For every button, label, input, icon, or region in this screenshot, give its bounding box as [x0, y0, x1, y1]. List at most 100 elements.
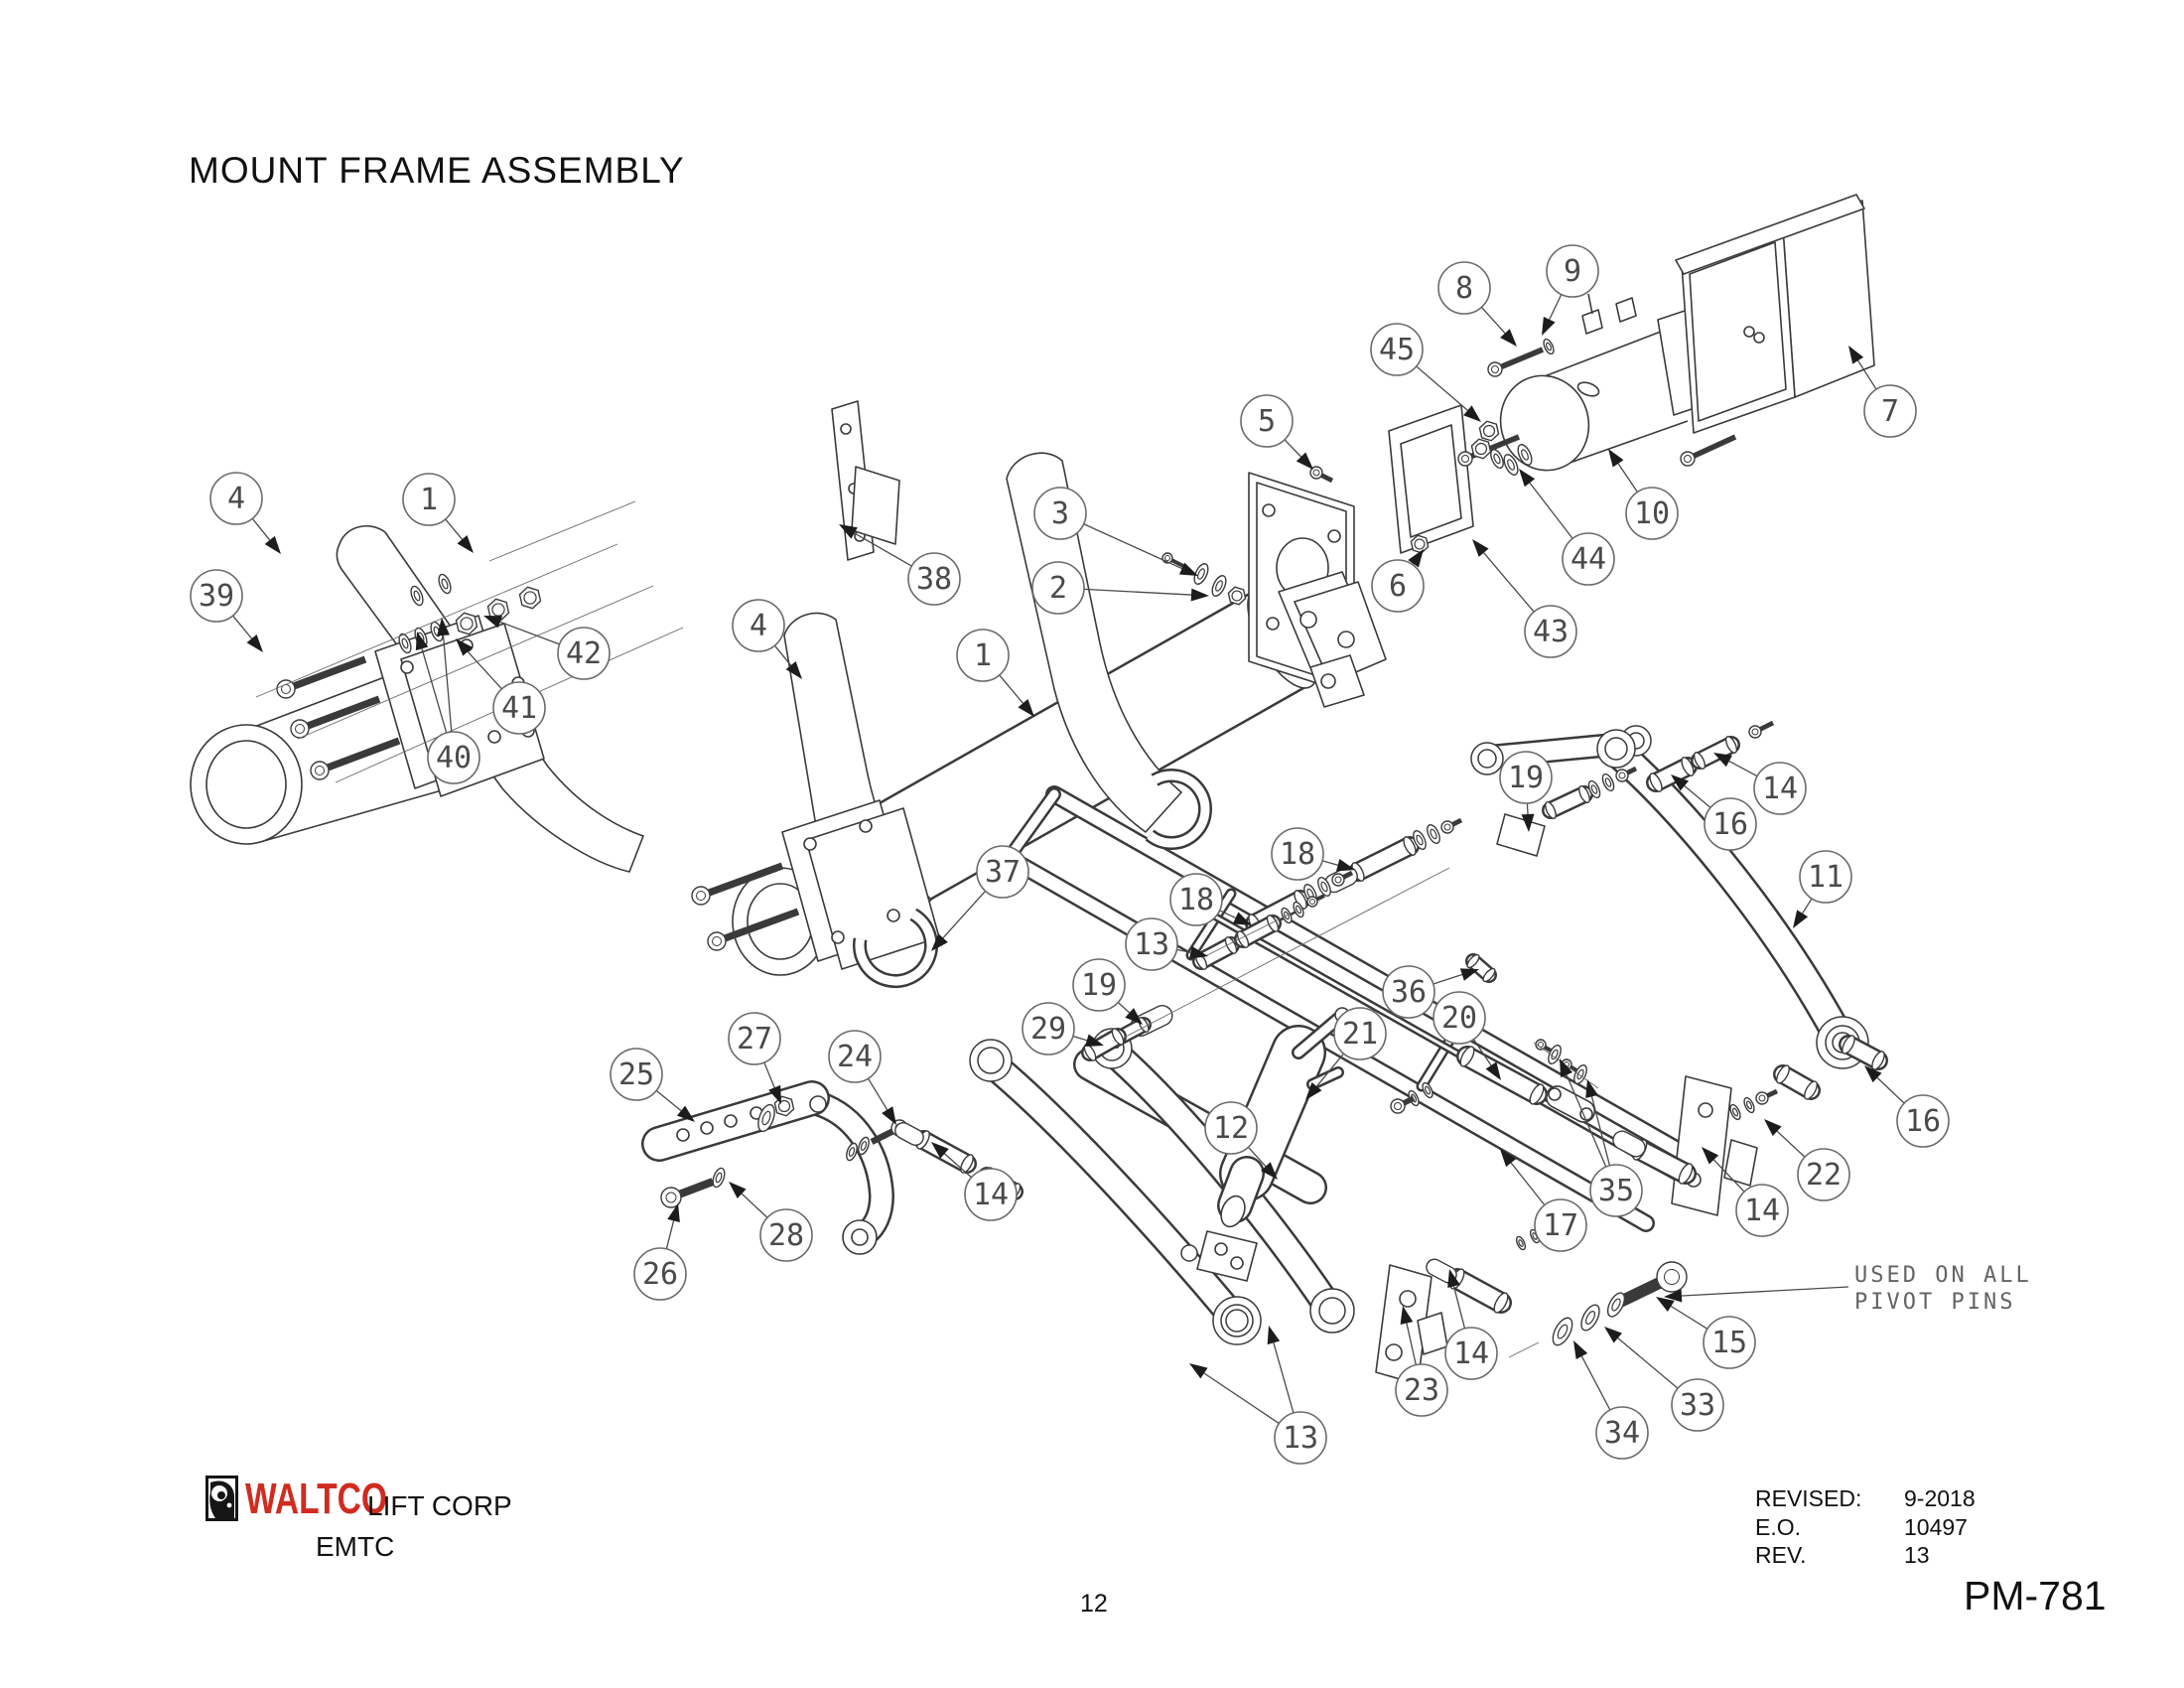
balloon-14 [1444, 1327, 1498, 1380]
eo-label: E.O. [1755, 1514, 1801, 1540]
part-band-fill [1458, 1048, 1546, 1103]
balloon-number: 14 [1744, 1194, 1780, 1228]
leader-arrowhead [1189, 945, 1208, 959]
pin-tab [894, 1122, 924, 1146]
screw-head-hole [1394, 1102, 1402, 1110]
centerline [1121, 867, 1450, 1040]
washer-hole [1416, 834, 1424, 846]
screw-head [707, 931, 727, 951]
washer [1517, 444, 1533, 466]
balloon-13 [1125, 917, 1178, 971]
leader-line [1526, 802, 1529, 815]
leader-arrowhead [1560, 1058, 1573, 1078]
balloon-number: 38 [916, 562, 952, 597]
leader-arrowhead [1793, 910, 1809, 928]
balloon-41 [492, 681, 546, 735]
washer-hole [1745, 1100, 1753, 1110]
nut-hole [460, 617, 474, 631]
leader-line [1416, 365, 1468, 411]
balloon-number: 14 [1762, 772, 1798, 806]
boss-ring [969, 1039, 1013, 1082]
note-line-1: USED ON ALL [1854, 1263, 2032, 1288]
pin-end [1545, 800, 1557, 820]
boss-ring [1604, 737, 1628, 761]
balloon-number: 3 [1051, 496, 1069, 531]
balloon-36 [1382, 965, 1435, 1019]
screw-head-hole [712, 936, 722, 946]
leader-arrowhead [1084, 1034, 1104, 1047]
screw-head [1457, 451, 1473, 467]
leader-arrowhead [1400, 1306, 1414, 1325]
leader-line [1876, 1076, 1905, 1104]
screw-shaft [715, 908, 800, 945]
leader-arrowhead [1608, 449, 1624, 468]
washer-hole [761, 1110, 771, 1126]
balloon-number: 23 [1404, 1373, 1439, 1408]
part-band-fill [809, 1093, 892, 1246]
pin-end [1138, 1017, 1150, 1033]
washer-hole [401, 637, 409, 649]
leader-arrowhead [667, 1203, 680, 1223]
screw-head [1331, 873, 1345, 887]
pin-end [1236, 930, 1250, 948]
half-ring-fill [1147, 771, 1210, 848]
centerline [488, 500, 636, 562]
leader-line [1117, 1002, 1131, 1014]
balloon-number: 33 [1680, 1388, 1715, 1423]
bracket-38 [831, 400, 900, 561]
leader-arrowhead [264, 535, 281, 554]
balloon-number: 7 [1881, 394, 1899, 429]
balloon-number: 34 [1604, 1416, 1640, 1451]
balloon-number: 10 [1634, 496, 1670, 531]
screw-head [1306, 896, 1318, 908]
wing-plate-right [1006, 452, 1182, 833]
balloon-22 [1797, 1148, 1850, 1201]
washer-hole [441, 578, 449, 590]
washer-hole [1493, 453, 1501, 465]
leader-arrowhead [1604, 1327, 1622, 1343]
part-band-fill [1448, 1270, 1510, 1312]
nut-hole [1474, 442, 1488, 456]
leader-arrowhead [1664, 1289, 1683, 1303]
boss-ring [977, 1047, 1005, 1074]
boss-ring [1225, 1309, 1249, 1333]
leader-arrowhead [1519, 469, 1536, 488]
washer-hole [1611, 1298, 1621, 1312]
washer [1515, 1235, 1527, 1251]
balloon-44 [1562, 532, 1615, 586]
leader-line [1284, 439, 1302, 458]
washer-hole [1576, 1068, 1584, 1080]
washer-hole [1430, 828, 1437, 840]
balloon-number: 45 [1379, 333, 1415, 367]
part-band-fill [1308, 1068, 1342, 1088]
centerline [1508, 1341, 1540, 1358]
balloon-number: 4 [227, 482, 245, 516]
balloon-17 [1534, 1198, 1587, 1252]
balloon-number: 17 [1543, 1208, 1578, 1243]
leader-line [442, 634, 453, 733]
brand-suffix: LIFT CORP [367, 1490, 512, 1521]
leader-line [1712, 1159, 1745, 1193]
washer-hole [1731, 1107, 1739, 1117]
hex-nut [1478, 420, 1500, 442]
rev-value: 13 [1904, 1542, 1930, 1568]
boss-ring [1477, 749, 1497, 769]
leader-line [1510, 1162, 1546, 1206]
leader-line [942, 890, 987, 939]
leader-line [1681, 1286, 1849, 1297]
part-band-fill [1544, 787, 1591, 817]
nut-hole [1482, 424, 1496, 438]
leader-line [944, 1153, 972, 1179]
screw-shaft [1493, 347, 1545, 372]
leader-line [1321, 860, 1338, 866]
balloon-16 [1896, 1094, 1950, 1148]
pivot-bracket-stack [1278, 571, 1387, 708]
tube-left-flange [732, 799, 940, 976]
balloon-40 [427, 731, 480, 784]
washer-hole [1320, 881, 1328, 893]
leader-line [1802, 898, 1813, 914]
washer-hole [1518, 1239, 1524, 1247]
leader-arrowhead [931, 1142, 949, 1159]
leader-arrowhead [1500, 1149, 1517, 1168]
